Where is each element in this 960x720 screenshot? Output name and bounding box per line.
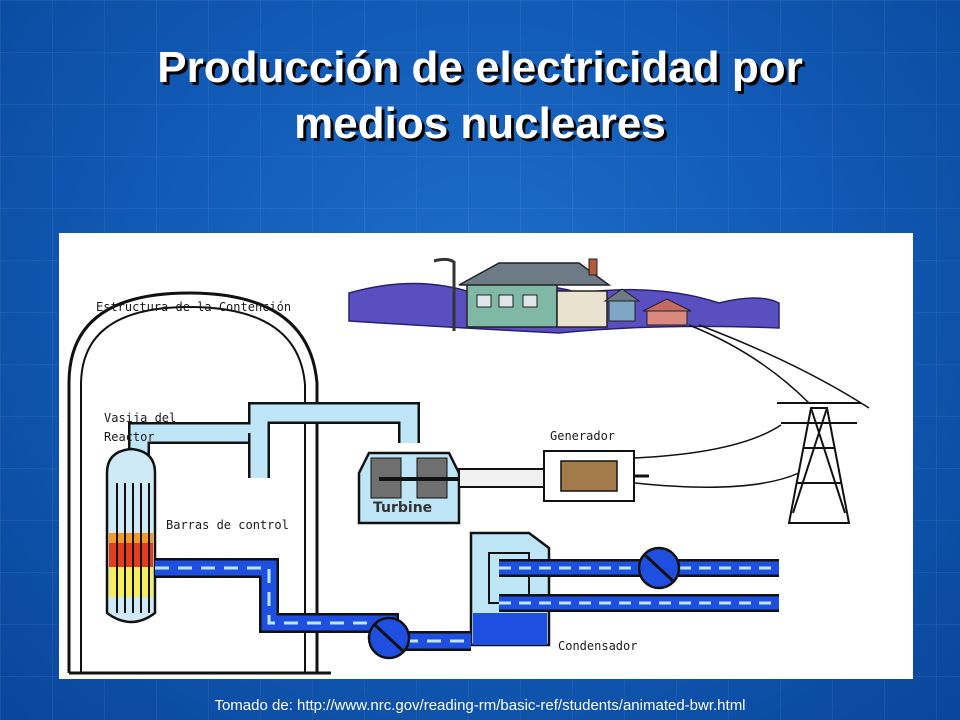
turbine-shaft [458,468,545,488]
house-roof [458,262,612,286]
title-line-1: Producción de electricidad por [157,43,803,92]
label-turbine: Turbine [373,500,433,516]
label-condenser: Condensador [558,639,638,653]
small-house [608,298,636,322]
label-vessel-line-1: Vasija del [104,411,177,425]
label-control-rods: Barras de control [166,518,289,532]
label-containment: Estructura de la Contención [96,300,292,314]
transmission-tower [777,402,861,524]
source-citation: Tomado de: http://www.nrc.gov/reading-rm… [214,697,746,714]
reactor-vessel [105,447,157,624]
condenser [469,531,551,647]
generator-unit [543,450,649,502]
slide-title: Producción de electricidad por medios nu… [0,40,960,152]
title-line-2: medios nucleares [294,99,666,148]
label-generator: Generador [550,429,616,443]
power-line [688,324,810,404]
label-vessel-line-2: Reactor [104,430,155,444]
diagram-drawing [67,257,870,675]
containment-structure [67,291,319,673]
bwr-diagram: Estructura de la Contención Vasija del R… [59,233,913,679]
